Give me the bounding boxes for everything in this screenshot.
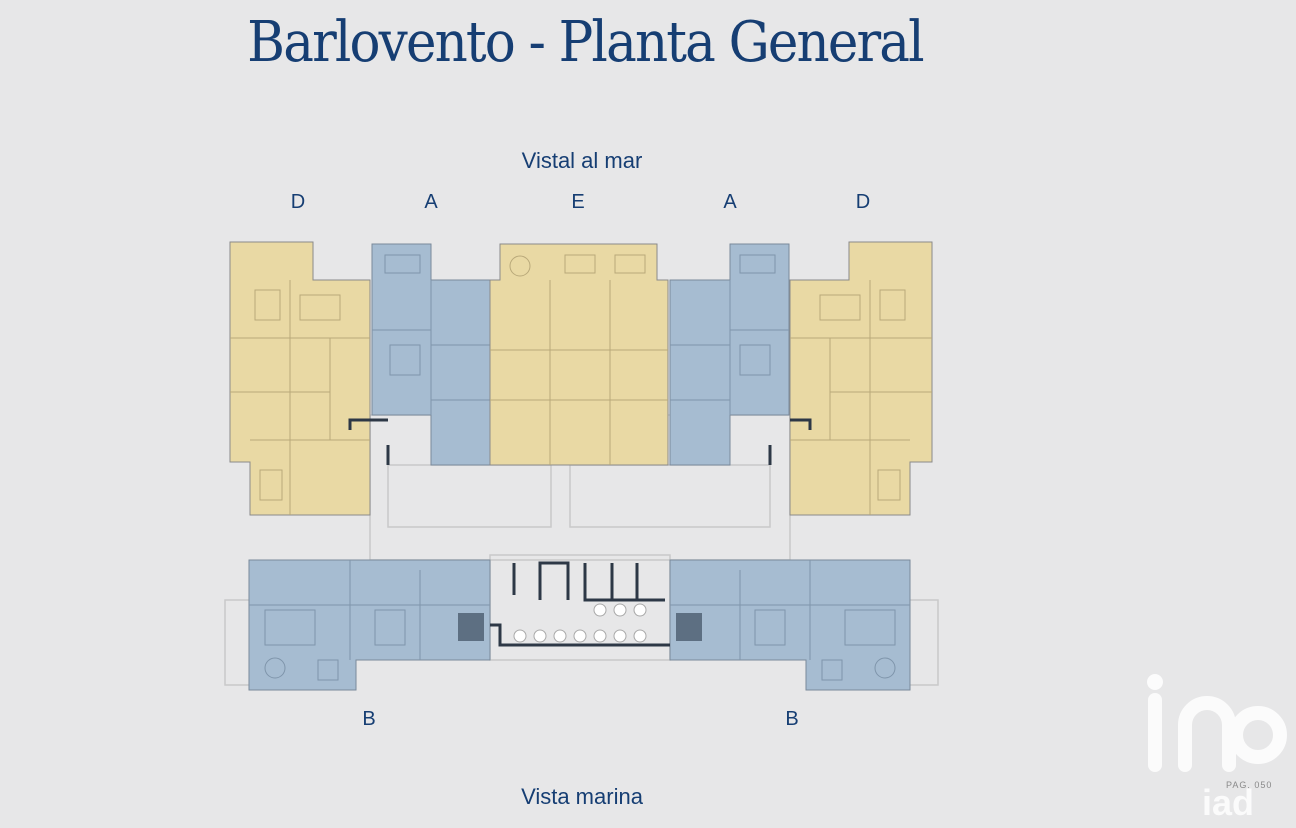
svg-text:iad: iad xyxy=(1202,782,1254,820)
unit-label-a-right: A xyxy=(723,191,737,213)
unit-label-d-right: D xyxy=(855,191,871,213)
iad-logo-watermark-icon: iad xyxy=(1147,674,1287,820)
page-reference: PAG. 050 xyxy=(1226,780,1273,790)
unit-label-b-right: B xyxy=(785,708,799,730)
unit-label-b-left: B xyxy=(362,708,376,730)
view-bottom-label: Vista marina xyxy=(521,784,643,809)
unit-label-d-left: D xyxy=(290,191,306,213)
unit-b-right[interactable] xyxy=(669,559,911,691)
view-top-label: Vistal al mar xyxy=(521,148,643,173)
unit-label-a-left: A xyxy=(424,191,438,213)
unit-label-e: E xyxy=(571,191,585,213)
unit-d-right[interactable] xyxy=(789,241,933,516)
page-title: Barlovento - Planta General xyxy=(247,10,924,75)
unit-a-right[interactable] xyxy=(669,243,790,466)
unit-b-left[interactable] xyxy=(248,559,491,691)
unit-d-left[interactable] xyxy=(229,241,371,516)
unit-e[interactable] xyxy=(489,243,669,466)
unit-a-left[interactable] xyxy=(371,243,491,466)
